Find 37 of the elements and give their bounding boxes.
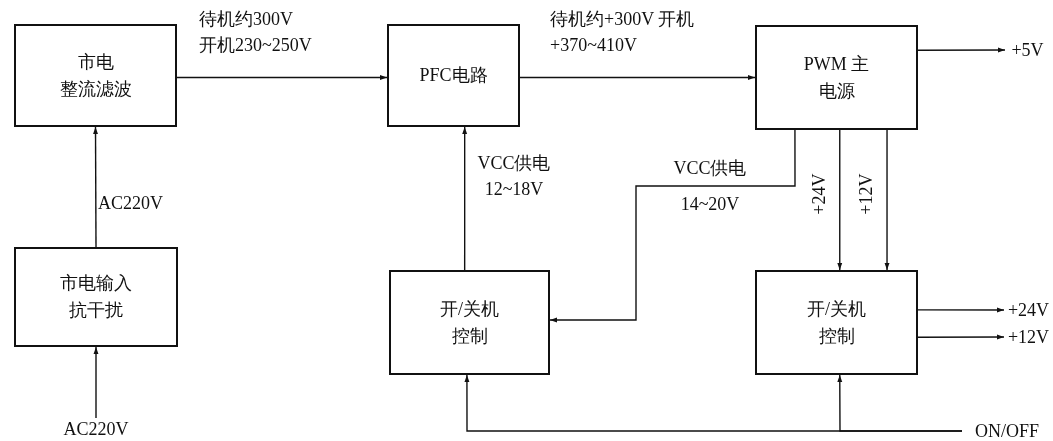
- process-box: [389, 270, 550, 375]
- arrow: [464, 374, 963, 432]
- process-box: [14, 247, 178, 347]
- arrow: [837, 129, 843, 271]
- arrow: [917, 334, 1005, 340]
- box-label: 整流滤波: [58, 77, 133, 101]
- box-label: PWM 主电源: [802, 52, 871, 103]
- box-label: 开/关机控制: [806, 297, 867, 348]
- process-box: [755, 25, 918, 130]
- arrow: [462, 126, 468, 271]
- edge-label: 待机约+300V 开机+370~410V: [550, 8, 696, 58]
- process-box: [387, 24, 520, 127]
- arrow: [176, 75, 388, 80]
- terminal-label: AC220V: [63, 417, 129, 441]
- process-box: [14, 24, 177, 127]
- arrow: [93, 346, 99, 419]
- terminal-label: +24V: [1007, 298, 1050, 322]
- terminal-label: ON/OFF: [975, 419, 1039, 441]
- process-box: [755, 270, 918, 375]
- arrow: [549, 129, 796, 323]
- arrow: [917, 307, 1005, 313]
- terminal-label: +12V: [1007, 325, 1050, 349]
- edge-label: +12V: [854, 173, 877, 215]
- arrow: [93, 126, 98, 248]
- box-label: 开/关机控制: [439, 297, 500, 348]
- terminal-label: +5V: [1011, 38, 1044, 62]
- edge-label: +24V: [807, 173, 830, 215]
- arrow: [519, 75, 756, 80]
- edge-label: AC220V: [98, 192, 164, 215]
- edge-label: 待机约300V 开机230~250V: [199, 8, 313, 58]
- arrow: [884, 129, 890, 271]
- box-label: 市电输入抗干扰: [59, 272, 133, 322]
- box-label: 市电: [76, 50, 115, 74]
- edge-label: VCC供电 14~20V: [672, 157, 748, 216]
- box-label: PFC电路: [418, 64, 489, 87]
- edge-label: VCC供电 12~18V: [476, 152, 552, 202]
- arrow: [917, 47, 1006, 53]
